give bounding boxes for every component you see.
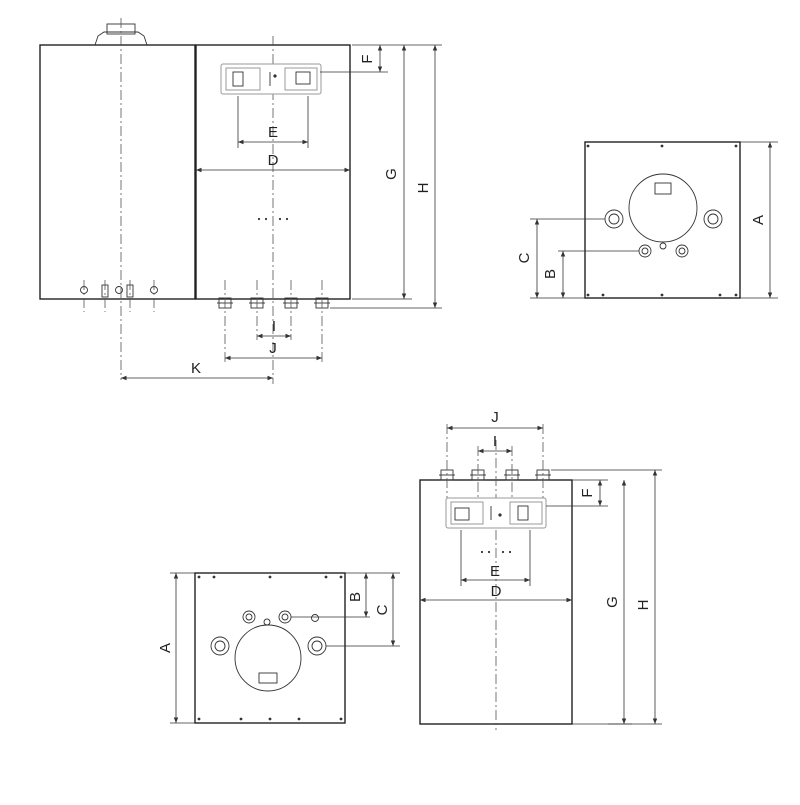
label-B-bottom: B — [347, 592, 364, 602]
top-plate-rivets — [197, 575, 343, 721]
label-E-top: E — [268, 124, 278, 141]
top-flue-label-box — [258, 672, 278, 684]
label-E-bottom: E — [490, 563, 500, 580]
label-A-top: A — [750, 215, 767, 225]
bottom-plate-rivets — [586, 144, 738, 297]
label-F-bottom: F — [579, 488, 596, 497]
top-plate — [194, 572, 346, 724]
label-G-bottom: G — [604, 596, 621, 608]
front-dots — [257, 217, 289, 221]
view-side-front: E D F G H I J K — [39, 18, 442, 384]
control-panel — [220, 63, 322, 95]
label-K: K — [191, 360, 201, 377]
flue-opening — [628, 173, 698, 243]
control-panel-2 — [445, 497, 547, 529]
label-H-top: H — [415, 183, 432, 194]
side-bottom-connections — [80, 280, 158, 312]
label-J-bottom: J — [491, 409, 499, 426]
label-A-bottom: A — [157, 643, 174, 653]
label-C-top: C — [516, 252, 533, 263]
front-bottom-fittings — [217, 280, 330, 362]
label-I-bottom: I — [493, 433, 497, 450]
label-B-top: B — [542, 269, 559, 279]
label-D-top: D — [268, 152, 279, 169]
front-dots-2 — [480, 550, 512, 554]
label-J-top: J — [269, 340, 277, 357]
label-F-top: F — [359, 54, 376, 63]
flue-label-box — [654, 182, 672, 195]
bottom-plate — [584, 141, 741, 299]
view-bottom: A C B — [516, 141, 778, 299]
view-front-inverted: J I E D F G H — [419, 409, 662, 730]
label-D-bottom: D — [491, 583, 502, 600]
side-panel — [39, 44, 196, 300]
label-I-top: I — [272, 318, 276, 335]
top-fittings — [439, 424, 551, 500]
label-C-bottom: C — [374, 604, 391, 615]
label-G-top: G — [383, 168, 400, 180]
view-top: A B C — [157, 572, 400, 724]
label-H-bottom: H — [635, 600, 652, 611]
